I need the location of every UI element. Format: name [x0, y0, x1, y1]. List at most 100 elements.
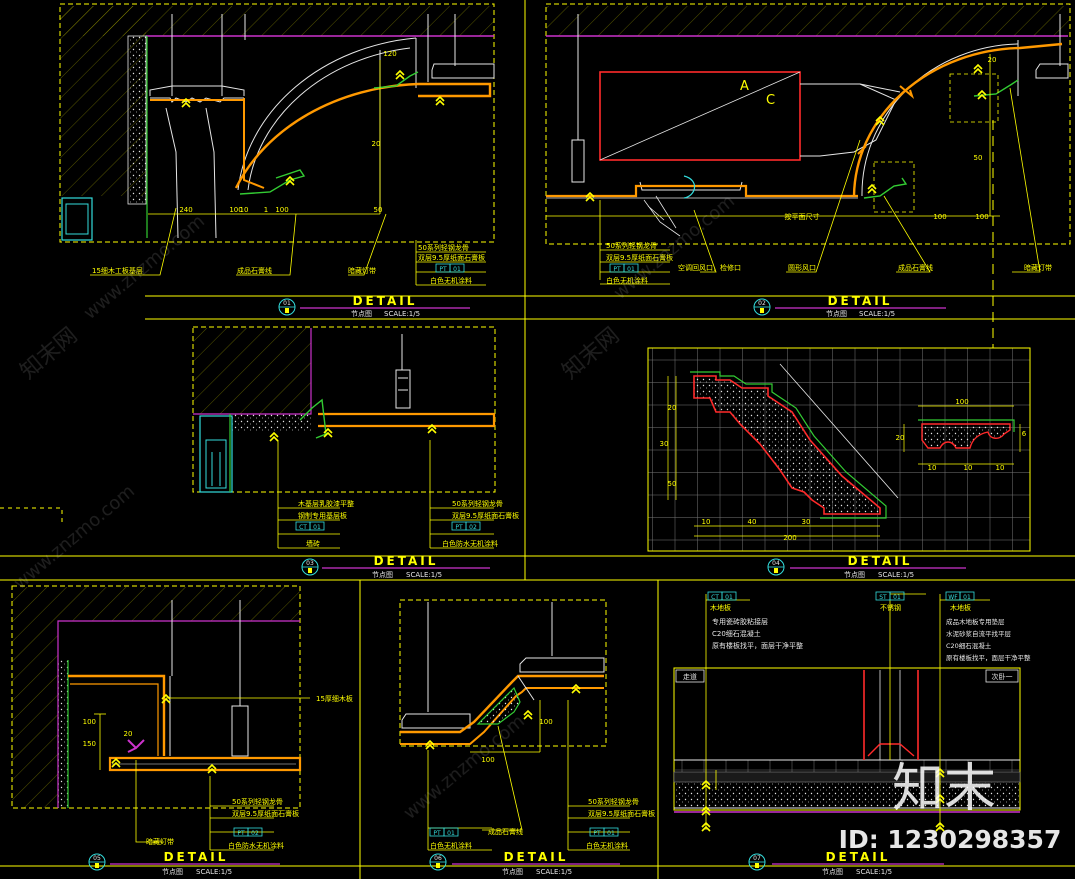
detail-06-tag: PT 01 — [589, 827, 619, 837]
detail-05-label: 双层9.5厚纸面石膏板 — [232, 809, 299, 818]
detail-02-label: 白色无机涂料 — [606, 276, 648, 285]
detail-02-label: 圆形风口 — [788, 264, 816, 272]
detail-06-label: 50系列轻钢龙骨 — [588, 797, 639, 806]
detail-05-scale: SCALE:1/5 — [196, 868, 232, 876]
detail-04-dim: 20 — [896, 434, 905, 442]
detail-07-title-block: 07 DETAIL 节点图 SCALE:1/5 — [748, 850, 944, 876]
detail-05-dim: 20 — [124, 730, 133, 738]
detail-07-drawing: 走道 次卧一 CT 01 木地板 专用瓷砖胶粘接层 C20细石混凝土 原有楼板找… — [673, 591, 1031, 832]
watermark-id: ID: 1230298357 — [839, 825, 1062, 854]
svg-text:02: 02 — [469, 524, 477, 531]
detail-03-scale: SCALE:1/5 — [406, 571, 442, 579]
detail-07-label: 原有楼板找平，面层干净平整 — [712, 641, 803, 650]
svg-text:PT: PT — [433, 830, 441, 837]
detail-04-moulding-profile — [921, 423, 1011, 449]
svg-text:知末网: 知末网 — [558, 323, 625, 385]
detail-04-title: DETAIL — [848, 554, 913, 568]
detail-02-mark: A — [740, 79, 749, 94]
detail-01-dim: 240 — [179, 206, 192, 214]
detail-03-label: 钢制专用基层板 — [298, 511, 347, 520]
detail-06-label: 白色无机涂料 — [586, 841, 628, 850]
detail-07-tag: CT 01 — [707, 591, 737, 601]
svg-text:CT: CT — [711, 594, 719, 601]
detail-01-label: 双层9.5厚纸面石膏板 — [418, 253, 485, 262]
detail-02-subtitle: 节点图 — [826, 310, 847, 318]
detail-06-number: 06 — [434, 855, 442, 862]
detail-02-dim: 50 — [974, 154, 983, 162]
detail-02-label: 空调回风口，检修口 — [678, 263, 741, 272]
detail-05-label: 50系列轻钢龙骨 — [232, 797, 283, 806]
detail-02-label: 暗藏灯带 — [1024, 263, 1052, 272]
detail-02-drawing: A C — [545, 3, 1071, 285]
detail-02-mark: C — [766, 93, 775, 108]
detail-03-number: 03 — [306, 560, 314, 567]
detail-06-scale: SCALE:1/5 — [536, 868, 572, 876]
svg-text:知末网: 知末网 — [16, 323, 83, 385]
detail-07-tag: ST 01 — [875, 591, 905, 601]
detail-06-drawing: 100 100 PT 01 白色无机涂料 成品石膏线 50系列轻钢龙骨 双层9.… — [399, 599, 655, 851]
detail-07-subtitle: 节点图 — [822, 868, 843, 876]
detail-04-dim: 20 — [668, 404, 677, 412]
svg-text:02: 02 — [251, 830, 259, 837]
svg-text:01: 01 — [963, 594, 971, 601]
detail-05-label: 暗藏灯带 — [146, 837, 174, 846]
detail-07-label: C20细石混凝土 — [712, 629, 761, 638]
detail-03-tag: CT 01 — [295, 521, 325, 531]
detail-04-drawing: 20 30 50 10 40 30 200 10 10 10 6 20 100 — [647, 347, 1031, 552]
svg-text:01: 01 — [447, 830, 455, 837]
svg-text:PT: PT — [237, 830, 245, 837]
detail-03-label: 50系列轻钢龙骨 — [452, 499, 503, 508]
detail-04-dim: 30 — [802, 518, 811, 526]
svg-text:01: 01 — [627, 266, 635, 273]
detail-02-dim: 100 — [975, 213, 988, 221]
detail-07-label: C20细石混凝土 — [946, 641, 992, 650]
detail-04-dim: 40 — [748, 518, 757, 526]
detail-06-dim: 100 — [539, 718, 552, 726]
svg-text:PT: PT — [439, 266, 447, 273]
detail-07-label: 水泥砂浆自流平找平层 — [946, 629, 1012, 638]
detail-02-label: 双层9.5厚纸面石膏板 — [606, 253, 673, 262]
detail-05-label: 白色防水无机涂料 — [228, 841, 284, 850]
detail-03-title-block: 03 DETAIL 节点图 SCALE:1/5 — [301, 554, 490, 579]
svg-text:CT: CT — [299, 524, 307, 531]
detail-06-label: 成品石膏线 — [488, 827, 523, 836]
detail-01-dim: 10 — [240, 206, 249, 214]
detail-04-dim: 10 — [996, 464, 1005, 472]
detail-01-label: 白色无机涂料 — [430, 276, 472, 285]
detail-07-room-label: 次卧一 — [985, 669, 1019, 683]
svg-text:01: 01 — [607, 830, 615, 837]
detail-02-dim: 100 — [933, 213, 946, 221]
detail-03-title: DETAIL — [374, 554, 439, 568]
detail-06-label: 白色无机涂料 — [430, 841, 472, 850]
detail-02-scale: SCALE:1/5 — [859, 310, 895, 318]
detail-01-scale: SCALE:1/5 — [384, 310, 420, 318]
detail-07-room-label: 走道 — [675, 669, 705, 683]
detail-07-label: 专用瓷砖胶粘接层 — [712, 617, 768, 626]
detail-01-label: 15细木工板基层 — [92, 266, 143, 275]
detail-05-dim: 100 — [83, 718, 96, 726]
detail-04-dim: 200 — [783, 534, 796, 542]
detail-04-dim: 100 — [955, 398, 968, 406]
detail-01-subtitle: 节点图 — [351, 310, 372, 318]
detail-01-dim: 120 — [383, 50, 396, 58]
detail-06-dim: 100 — [481, 756, 494, 764]
detail-05-tag: PT 02 — [233, 827, 263, 837]
detail-02-label: 50系列轻钢龙骨 — [606, 241, 657, 250]
detail-06-label: 双层9.5厚纸面石膏板 — [588, 809, 655, 818]
detail-01-dim: 20 — [372, 140, 381, 148]
detail-04-dim: 10 — [964, 464, 973, 472]
detail-01-drawing: 240 100 1 10 100 50 120 20 15细木工板基层 成品石膏… — [59, 3, 495, 286]
svg-text:PT: PT — [613, 266, 621, 273]
detail-02-label: 成品石膏线 — [898, 263, 933, 272]
detail-03-label: 墙砖 — [306, 539, 320, 548]
detail-05-subtitle: 节点图 — [162, 868, 183, 876]
detail-01-title-block: 01 DETAIL 节点图 SCALE:1/5 — [278, 294, 470, 318]
detail-03-drawing: 木基层乳胶漆平整 钢制专用基层板 CT 01 墙砖 50系列轻钢龙骨 双层9.5… — [192, 326, 519, 549]
detail-01-dim: 1 — [264, 206, 268, 214]
detail-04-title-block: 04 DETAIL 节点图 SCALE:1/5 — [767, 554, 966, 579]
detail-05-title: DETAIL — [164, 850, 229, 864]
detail-02-dim: 20 — [988, 56, 997, 64]
detail-07-tag: WF 01 — [945, 591, 975, 601]
detail-03-subtitle: 节点图 — [372, 571, 393, 579]
